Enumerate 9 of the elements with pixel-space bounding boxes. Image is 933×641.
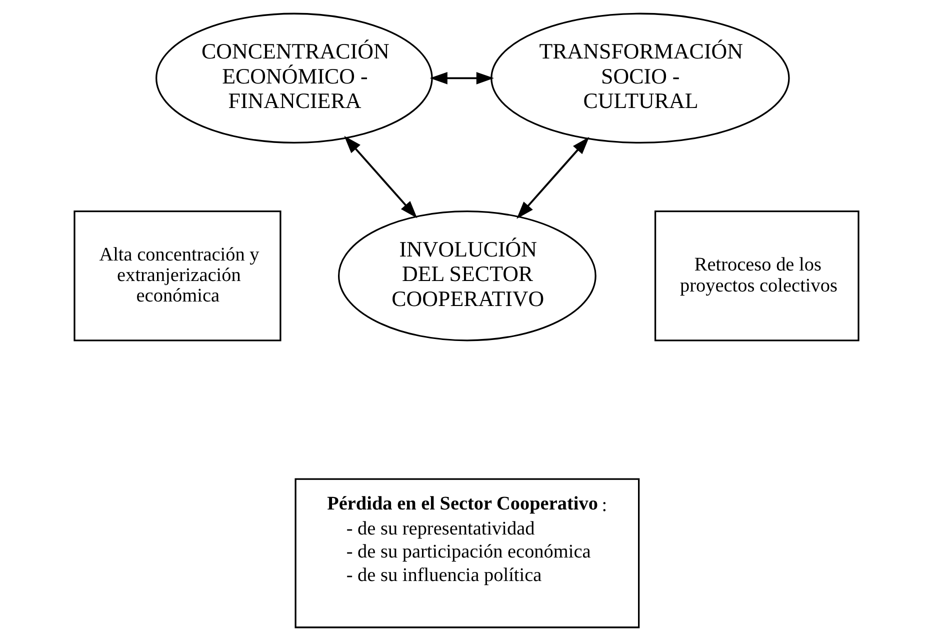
node-box: Alta concentración y extranjerización económica (74, 210, 282, 342)
node-ellipse: INVOLUCIÓN DEL SECTOR COOPERATIVO (338, 210, 596, 342)
arrow (516, 136, 590, 219)
arrow (430, 72, 494, 84)
node-box: Retroceso de los proyectos colectivos (654, 210, 860, 342)
node-ellipse: CONCENTRACIÓN ECONÓMICO - FINANCIERA (156, 12, 433, 144)
node-box: Pérdida en el Sector Cooperativo: - de su representatividad - de su participación económica - de su influencia política (294, 478, 640, 628)
arrow (344, 136, 418, 218)
node-ellipse: TRANSFORMACIÓN SOCIO - CULTURAL (490, 12, 790, 144)
